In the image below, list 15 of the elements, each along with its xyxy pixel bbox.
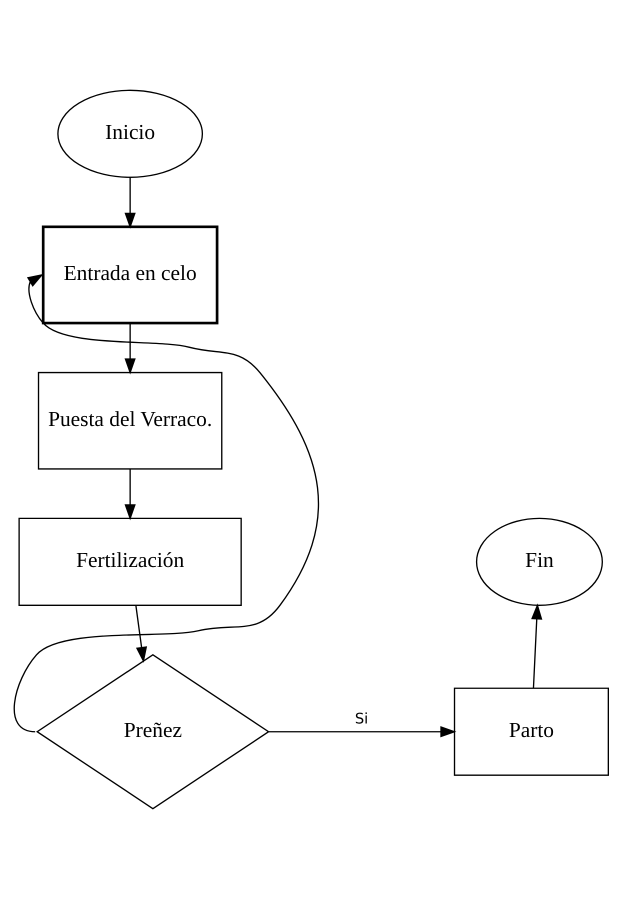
node-box: Fertilización bbox=[18, 518, 242, 606]
node-ellipse: Fin bbox=[476, 518, 603, 606]
arrow bbox=[269, 726, 456, 738]
node-box: Parto bbox=[454, 688, 609, 776]
node-box: Entrada en celo bbox=[42, 225, 218, 324]
node-box: Puesta del Verraco. bbox=[38, 372, 222, 470]
edge-label: Si bbox=[354, 710, 368, 728]
node-ellipse: Inicio bbox=[57, 90, 204, 178]
arrow bbox=[124, 177, 136, 229]
arrow bbox=[124, 323, 136, 374]
arrow bbox=[135, 605, 148, 663]
arrow bbox=[531, 603, 542, 688]
node-diamond: Preñez bbox=[36, 654, 270, 810]
arrow bbox=[124, 468, 136, 520]
arrow bbox=[14, 274, 319, 732]
